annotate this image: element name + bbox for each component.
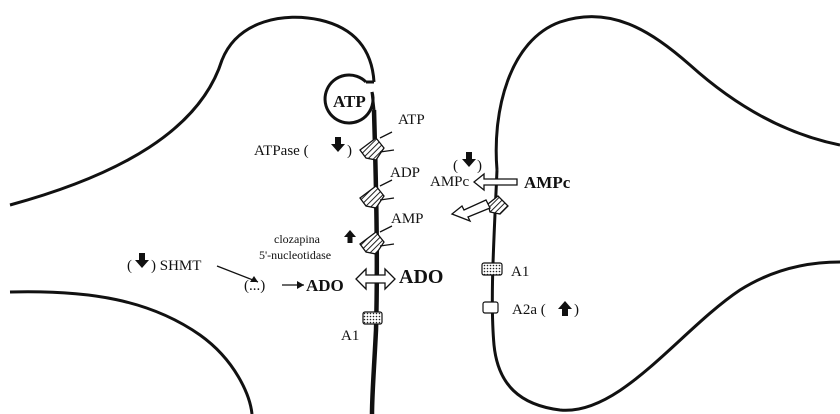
presynaptic-membrane [10,17,377,414]
adp-label: ADP [390,165,420,181]
ampc-small-label: AMPc [430,174,470,190]
atpase-label-group: ATPase ( ) [254,137,352,159]
down-arrow-icon [135,253,149,268]
down-arrow-icon [462,152,476,167]
up-arrow-icon [558,301,572,316]
shmt-prefix: ( [127,258,132,274]
atpase-label-end: ) [347,143,352,159]
ellipsis-label: (...) [244,278,265,294]
a1-receptor-postsynaptic-icon [482,263,502,275]
atp-vesicle-label: ATP [333,92,366,111]
ado-intracellular-label: ADO [306,276,344,295]
ampc-big-label: AMPc [524,173,571,192]
ampc-prefix: ( [453,158,458,174]
down-arrow-icon [331,137,345,152]
ampc-suffix: ) [477,158,482,174]
a2a-label: A2a ( [512,302,546,318]
clozapina-label-group: clozapina [274,230,356,246]
atp-released-label: ATP [398,112,425,128]
shmt-label-group: ( ) SHMT [127,253,201,274]
a1-receptor-presynaptic-icon [363,312,382,324]
a1-postsynaptic-label: A1 [511,264,529,280]
shmt-label: ) SHMT [151,258,201,274]
ectoenzyme-atpase [360,132,394,160]
a2a-label-end: ) [574,302,579,318]
ellipsis-to-ado-arrow [282,281,304,289]
postsynaptic-membrane [492,17,840,411]
nucleotidase-label: 5'-nucleotidase [259,248,331,262]
clozapina-label: clozapina [274,232,321,246]
a1-presynaptic-label: A1 [341,328,359,344]
phosphodiesterase-enzyme [488,196,508,214]
a2a-receptor-icon [483,302,498,313]
atp-vesicle: ATP [325,75,374,123]
phosphodiesterase-output-arrow [452,200,490,221]
ampc-small-label-group: ( ) [453,152,482,174]
amp-label: AMP [391,211,424,227]
ado-cleft-label: ADO [399,266,443,288]
a2a-label-group: A2a ( ) [512,301,579,318]
atpase-label: ATPase ( [254,143,309,159]
up-arrow-icon [344,230,356,243]
